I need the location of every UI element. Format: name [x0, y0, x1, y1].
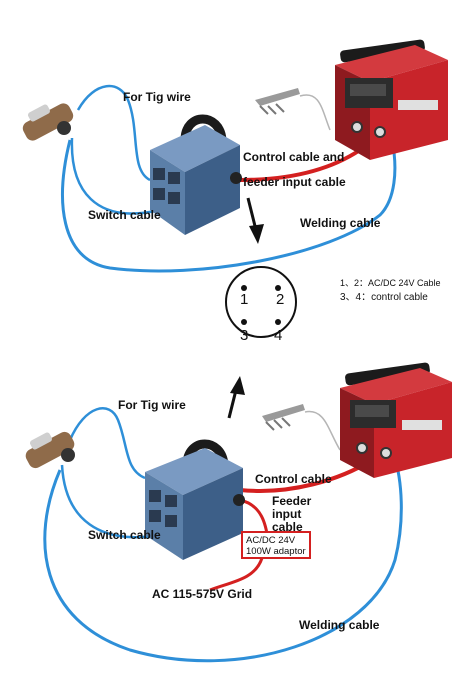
top-tig-wire-label: For Tig wire: [123, 90, 191, 104]
top-wire-feeder: [150, 114, 242, 235]
bottom-welding-cable-label: Welding cable: [299, 618, 380, 632]
pin-1-label: 1: [240, 291, 248, 308]
bottom-control-cable-label: Control cable: [255, 472, 332, 486]
legend-line-1: 1、2：AC/DC 24V Cable: [340, 278, 441, 288]
top-welding-cable-label: Welding cable: [300, 216, 381, 230]
top-diagram: For Tig wire Control cable and feeder in…: [22, 39, 448, 273]
bottom-clamp-wire: [304, 410, 341, 451]
bottom-tig-wire: [68, 407, 146, 480]
feeder-input-label-1: Feeder: [272, 494, 312, 508]
bottom-switch-cable-label: Switch cable: [88, 528, 161, 542]
bottom-grid-cable: [209, 557, 264, 592]
grid-label: AC 115-575V Grid: [152, 587, 252, 601]
connector-pinout: 1 2 3 4 1、2：AC/DC 24V Cable 3、4：control …: [225, 266, 441, 344]
bottom-ground-clamp: [262, 404, 305, 431]
top-welding-machine: [335, 39, 448, 160]
bottom-tig-torch: [25, 431, 75, 469]
pin-2-label: 2: [276, 291, 284, 308]
bottom-welding-machine: [340, 362, 452, 478]
bottom-diagram: AC/DC 24V 100W adaptor For Tig wire Cont…: [25, 362, 452, 663]
adaptor-label-2: 100W adaptor: [246, 546, 306, 557]
bottom-welding-cable: [43, 454, 403, 663]
bottom-tig-wire-label: For Tig wire: [118, 398, 186, 412]
top-switch-cable: [70, 137, 161, 215]
adaptor-label-1: AC/DC 24V: [246, 535, 296, 546]
legend-line-2: 3、4：control cable: [340, 292, 428, 303]
top-control-cable: [239, 148, 362, 182]
top-welding-cable: [61, 139, 397, 273]
arrow-down-icon: [246, 197, 264, 244]
feeder-input-label-2: input: [272, 507, 301, 521]
pin-3-label: 3: [240, 327, 248, 344]
top-control-cable-label-1: Control cable and: [243, 150, 344, 164]
pin-4-label: 4: [274, 327, 282, 344]
top-ground-clamp: [255, 88, 300, 115]
top-tig-wire: [76, 84, 151, 182]
adaptor-box: AC/DC 24V 100W adaptor: [241, 531, 311, 559]
top-clamp-wire: [299, 94, 331, 131]
bottom-wire-feeder: [145, 439, 245, 560]
bottom-switch-cable: [60, 464, 161, 539]
connector-outline: [225, 266, 297, 338]
top-control-cable-label-2: feeder input cable: [243, 175, 346, 189]
arrow-up-icon: [227, 376, 245, 419]
top-tig-torch: [22, 103, 74, 141]
top-switch-cable-label: Switch cable: [88, 208, 161, 222]
feeder-input-label-3: cable: [272, 520, 303, 534]
